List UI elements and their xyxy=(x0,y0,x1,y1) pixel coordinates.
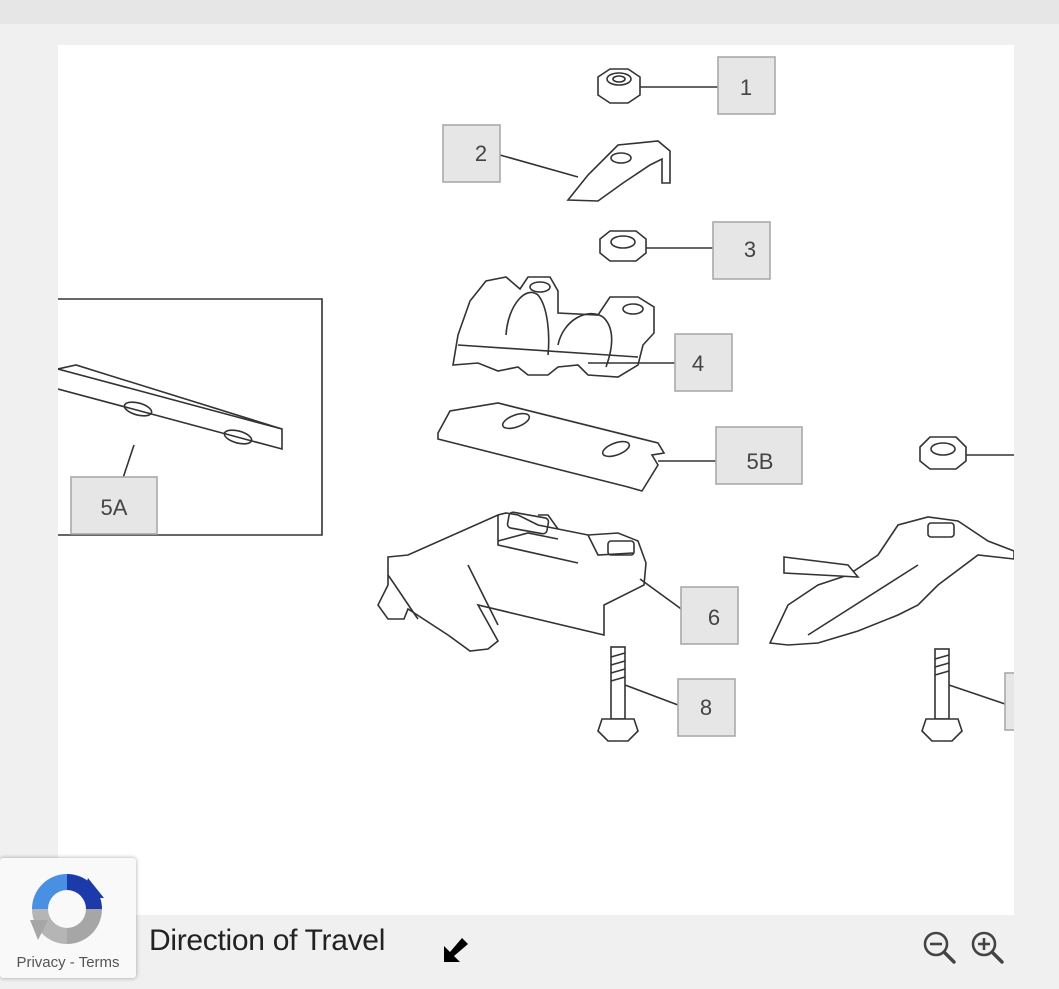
link-separator: - xyxy=(65,954,79,971)
part-4-clamp xyxy=(452,276,675,378)
callout-box-4 xyxy=(674,333,733,392)
inset-5a xyxy=(58,298,323,536)
part-right-guard xyxy=(768,516,1014,646)
terms-link[interactable]: Terms xyxy=(78,954,120,971)
privacy-link[interactable]: Privacy xyxy=(16,954,66,971)
callout-box-6 xyxy=(680,586,739,645)
part-3-nut xyxy=(599,230,713,262)
callout-5b: 5B xyxy=(747,449,774,474)
part-right-nut xyxy=(919,436,1014,470)
callout-2: 2 xyxy=(475,141,487,166)
part-right-bolt xyxy=(921,648,1009,742)
diagram-canvas: 1 2 3 4 5B 5A 6 8 xyxy=(58,56,1014,742)
callout-box-2 xyxy=(442,124,501,183)
recaptcha-links: Privacy - Terms xyxy=(0,954,136,971)
callout-box-1 xyxy=(717,56,776,115)
direction-arrow-icon xyxy=(444,938,468,962)
part-8-bolt xyxy=(597,646,679,742)
callout-box-8 xyxy=(677,678,736,737)
recaptcha-badge[interactable]: Privacy - Terms xyxy=(0,858,136,978)
callout-box-5b xyxy=(715,426,803,485)
zoom-in-icon xyxy=(971,931,1004,964)
direction-of-travel-label: Direction of Travel xyxy=(149,924,386,957)
recaptcha-logo-icon xyxy=(30,874,104,944)
top-bar xyxy=(0,0,1059,24)
zoom-out-button[interactable] xyxy=(920,928,960,968)
callout-box-5a xyxy=(70,476,158,535)
callout-5a: 5A xyxy=(101,495,128,520)
callout-box-3 xyxy=(712,221,771,280)
callout-3: 3 xyxy=(744,237,756,262)
callout-8: 8 xyxy=(700,695,712,720)
callout-1: 1 xyxy=(740,75,752,100)
callout-box-right-partial xyxy=(1004,672,1014,731)
zoom-out-icon xyxy=(923,931,956,964)
callout-4: 4 xyxy=(692,351,704,376)
part-1-nut xyxy=(597,68,718,104)
callout-6: 6 xyxy=(708,605,720,630)
zoom-in-button[interactable] xyxy=(968,928,1008,968)
part-5b-plate xyxy=(437,402,716,492)
part-6-guard xyxy=(377,511,685,652)
parts-diagram[interactable]: 1 2 3 4 5B 5A 6 8 xyxy=(58,45,1014,915)
part-2-clip xyxy=(499,140,671,202)
